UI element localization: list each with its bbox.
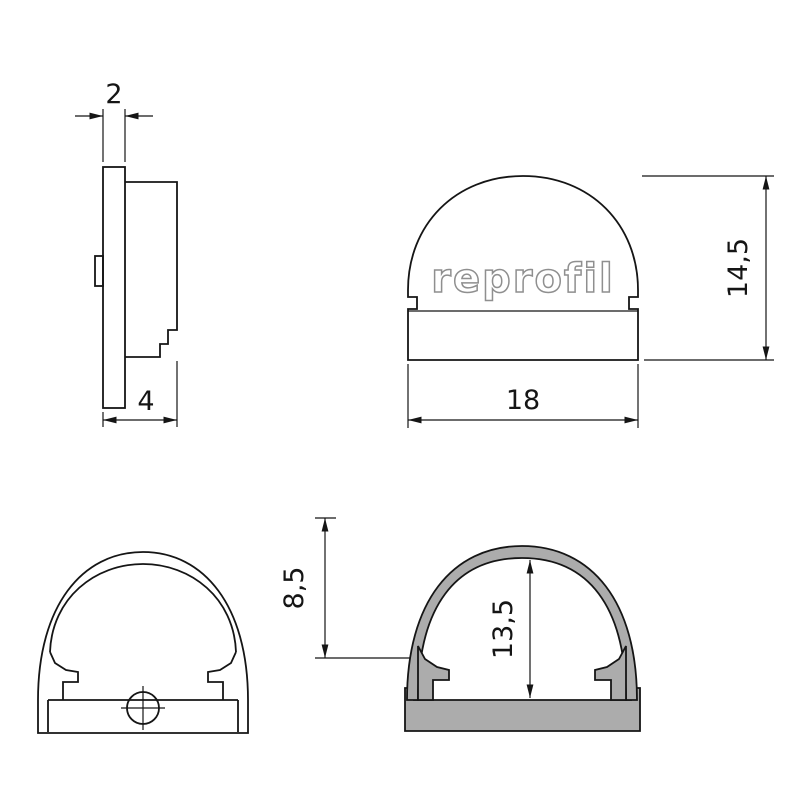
dimension-label-width: 18 [506, 385, 540, 416]
profile-right-clip-filled [594, 645, 627, 701]
dimension-label-height: 14,5 [723, 238, 754, 298]
end-cap-front-outline [407, 175, 639, 361]
profile-left-clip-filled [417, 645, 450, 701]
dimension-label-depth: 4 [137, 386, 154, 417]
dimension-end-cap-width: 18 [407, 364, 639, 428]
dimension-label-thickness: 2 [105, 79, 122, 110]
profile-inner-contour [49, 563, 237, 653]
profile-right-clip-outline [207, 651, 237, 700]
dimension-end-cap-thickness: 2 [75, 79, 153, 162]
profile-left-clip-outline [49, 651, 79, 700]
end-cap-plate-outline [102, 166, 126, 409]
dimension-cover-height: 8,5 [279, 517, 410, 659]
profile-base-filled [404, 687, 641, 732]
dimension-inner-height: 13,5 [488, 560, 534, 698]
profile-wall-filled [406, 545, 638, 701]
dimension-label-cover-height: 8,5 [279, 567, 310, 610]
end-cap-side-view: 2 4 [75, 79, 178, 427]
profile-section-filled-view: 8,5 13,5 [279, 517, 641, 732]
profile-section-outline-view [37, 551, 249, 734]
profile-outer-contour [37, 551, 249, 734]
end-cap-side-tab [94, 255, 104, 287]
end-cap-insert-outline [125, 181, 178, 358]
dimension-end-cap-depth: 4 [102, 361, 178, 427]
dimension-label-inner-height: 13,5 [488, 599, 519, 659]
dimension-end-cap-height: 14,5 [642, 175, 774, 361]
end-cap-front-view: reprofil 18 14,5 [407, 175, 774, 428]
reprofil-logo: reprofil [431, 256, 615, 302]
